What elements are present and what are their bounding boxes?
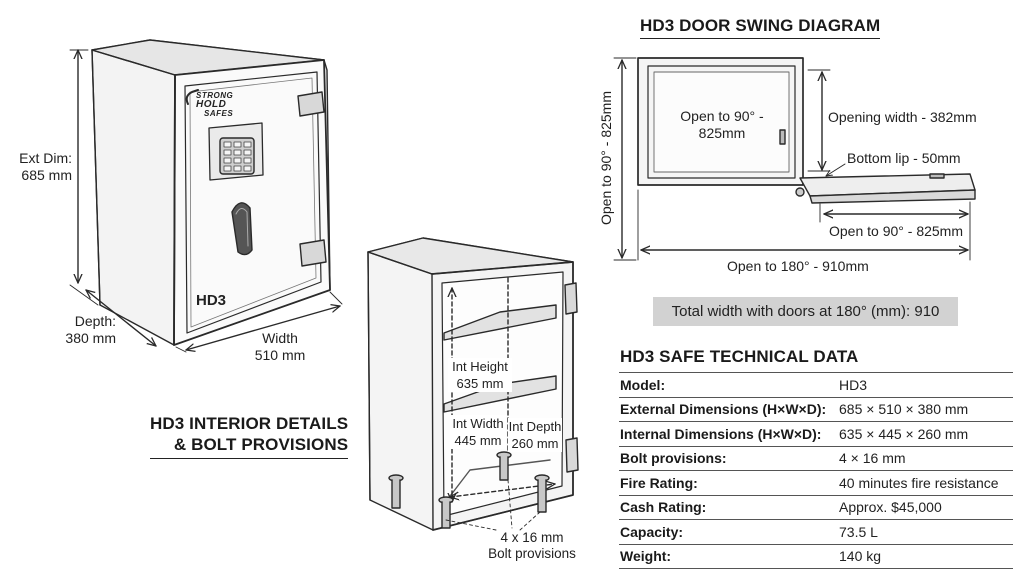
interior-heading-line-1: HD3 INTERIOR DETAILS (150, 414, 349, 433)
int-width-label: Int Width 445 mm (450, 415, 506, 449)
row-value: 73.5 L (838, 519, 1013, 544)
door-front-label: Open to 90° - 825mm (680, 108, 764, 141)
bolt-provisions-label: 4 x 16 mm Bolt provisions (488, 530, 576, 561)
row-key: Fire Rating: (619, 470, 838, 495)
row-value: Approx. $45,000 (838, 494, 1013, 520)
table-row: Fire Rating:40 minutes fire resistance (619, 470, 1013, 495)
table-row: External Dimensions (H×W×D):685 × 510 × … (619, 396, 1013, 422)
brand-line-1: STRONG (196, 91, 234, 100)
ext-dim-label: Ext Dim: 685 mm (19, 150, 72, 183)
opening-width-label: Opening width - 382mm (828, 109, 977, 125)
model-badge: HD3 (196, 292, 227, 309)
tech-data-heading: HD3 SAFE TECHNICAL DATA (620, 347, 859, 366)
interior-safe-drawing (367, 237, 579, 531)
row-key: External Dimensions (H×W×D): (619, 396, 838, 422)
door-swing-drawing (613, 57, 976, 261)
exterior-safe-drawing (69, 39, 343, 353)
brand-line-3: SAFES (204, 109, 234, 118)
width-label: Width 510 mm (254, 330, 306, 363)
brand-line-2: HOLD (196, 99, 227, 110)
row-value: 4 × 16 mm (838, 445, 1013, 471)
row-key: Weight: (619, 543, 838, 569)
tech-data-table: Model:HD3 External Dimensions (H×W×D):68… (619, 372, 1013, 569)
row-value: 40 minutes fire resistance (838, 470, 1013, 495)
door-vertical-label: Open to 90° - 825mm (598, 91, 614, 225)
table-row: Capacity:73.5 L (619, 519, 1013, 544)
table-row: Model:HD3 (619, 372, 1013, 397)
row-key: Capacity: (619, 519, 838, 544)
interior-heading: HD3 INTERIOR DETAILS & BOLT PROVISIONS (150, 413, 349, 459)
open-180-label: Open to 180° - 910mm (727, 258, 869, 274)
table-row: Weight:140 kg (619, 543, 1013, 569)
total-width-banner: Total width with doors at 180° (mm): 910 (653, 297, 958, 326)
int-height-label: Int Height 635 mm (448, 358, 512, 392)
row-value: 635 × 445 × 260 mm (838, 421, 1013, 446)
open-90-label: Open to 90° - 825mm (829, 223, 963, 239)
interior-heading-line-2: & BOLT PROVISIONS (173, 435, 349, 454)
depth-label: Depth: 380 mm (65, 313, 116, 346)
bottom-lip-label: Bottom lip - 50mm (847, 150, 961, 166)
table-row: Cash Rating:Approx. $45,000 (619, 494, 1013, 520)
row-key: Internal Dimensions (H×W×D): (619, 421, 838, 446)
row-key: Cash Rating: (619, 494, 838, 520)
row-value: 685 × 510 × 380 mm (838, 396, 1013, 422)
brand-logo: STRONG HOLD SAFES (196, 92, 233, 118)
row-value: 140 kg (838, 543, 1013, 569)
table-row: Internal Dimensions (H×W×D):635 × 445 × … (619, 421, 1013, 446)
row-key: Model: (619, 372, 838, 397)
int-depth-label: Int Depth 260 mm (508, 418, 562, 452)
row-value: HD3 (838, 372, 1013, 397)
row-key: Bolt provisions: (619, 445, 838, 471)
table-row: Bolt provisions:4 × 16 mm (619, 445, 1013, 471)
door-swing-heading: HD3 DOOR SWING DIAGRAM (640, 16, 881, 39)
